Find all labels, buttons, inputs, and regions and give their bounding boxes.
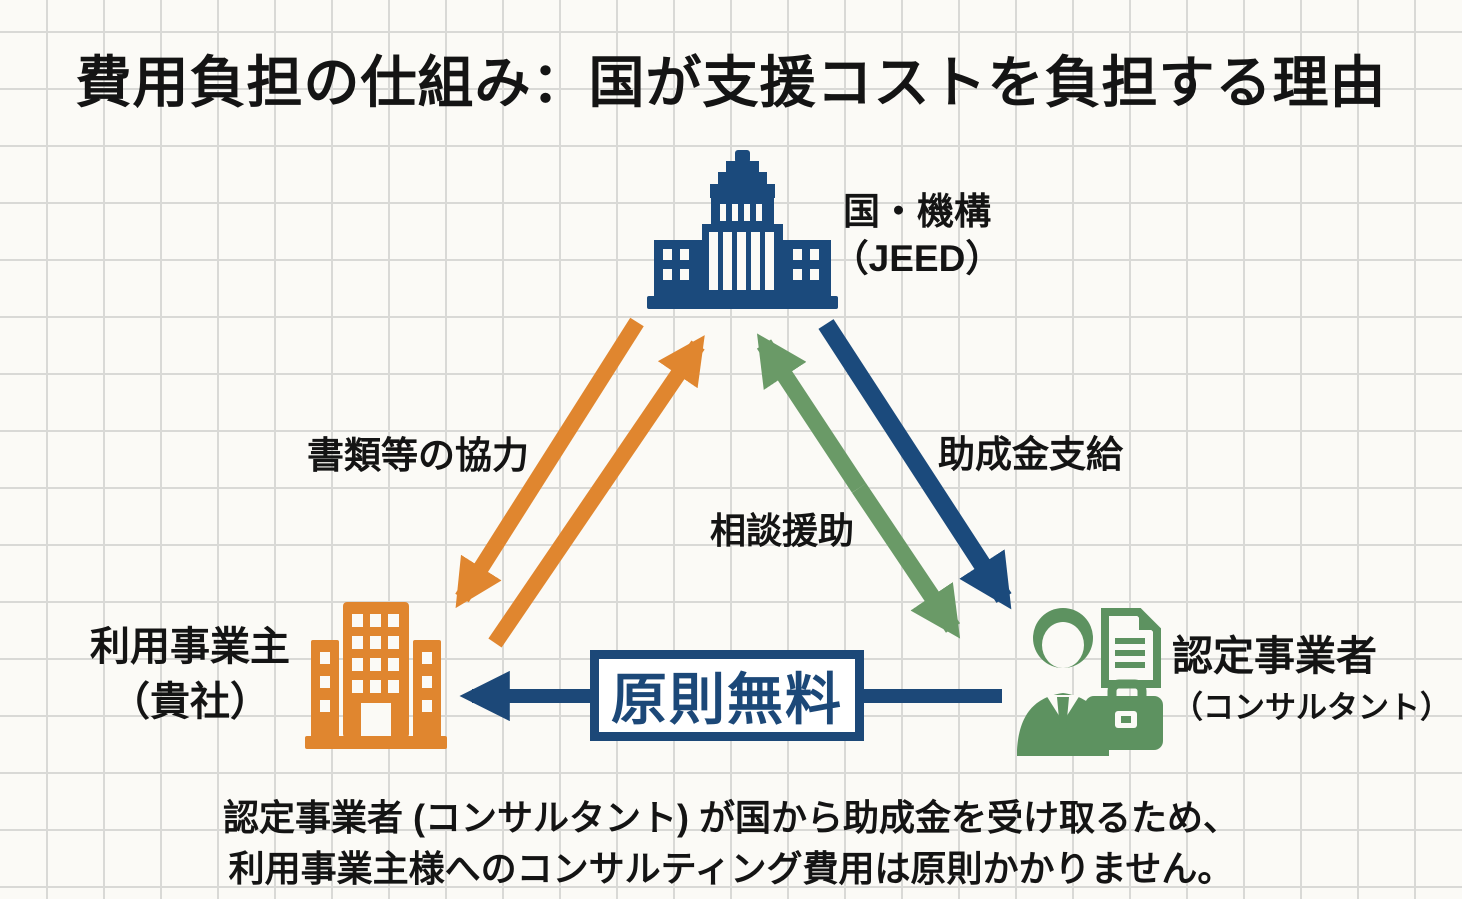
employer-label-line2: （貴社） — [110, 680, 270, 725]
consultant-label-line1: 認定事業者 — [1172, 633, 1377, 679]
office-building-icon — [305, 602, 447, 749]
subsidy-payment-arrow — [818, 319, 1012, 610]
subsidy-payment-label: 助成金支給 — [938, 434, 1123, 475]
footer-note-line1: 認定事業者 (コンサルタント) が国から助成金を受け取るため、 — [223, 797, 1239, 838]
free-of-charge-box: 原則無料 — [590, 650, 864, 741]
government-label-line2: （JEED） — [831, 238, 1003, 280]
government-label-line1: 国・機構 — [843, 191, 991, 232]
free-of-charge-label: 原則無料 — [611, 668, 843, 731]
consultant-icon — [1017, 608, 1163, 756]
employer-label: 利用事業主 （貴社） — [65, 622, 315, 728]
government-label: 国・機構 （JEED） — [807, 188, 1027, 283]
employer-label-line1: 利用事業主 — [90, 625, 290, 669]
consultant-label-line2: （コンサルタント） — [1172, 690, 1451, 726]
consultation-support-label: 相談援助 — [710, 510, 855, 551]
footer-note: 認定事業者 (コンサルタント) が国から助成金を受け取るため、 利用事業主様への… — [0, 796, 1462, 897]
documents-cooperation-label: 書類等の協力 — [307, 435, 529, 476]
documents-cooperation-arrow-up — [488, 335, 705, 648]
consultation-support-arrow-up — [756, 333, 867, 493]
consultation-support-arrow-down — [851, 483, 961, 639]
government-building-icon — [647, 150, 838, 309]
page-title: 費用負担の仕組み：国が支援コストを負担する理由 — [75, 51, 1387, 114]
consultant-label: 認定事業者 （コンサルタント） — [1172, 630, 1457, 728]
footer-note-line2: 利用事業主様へのコンサルティング費用は原則かかりません。 — [228, 847, 1234, 889]
documents-cooperation-arrow-down — [455, 317, 644, 609]
